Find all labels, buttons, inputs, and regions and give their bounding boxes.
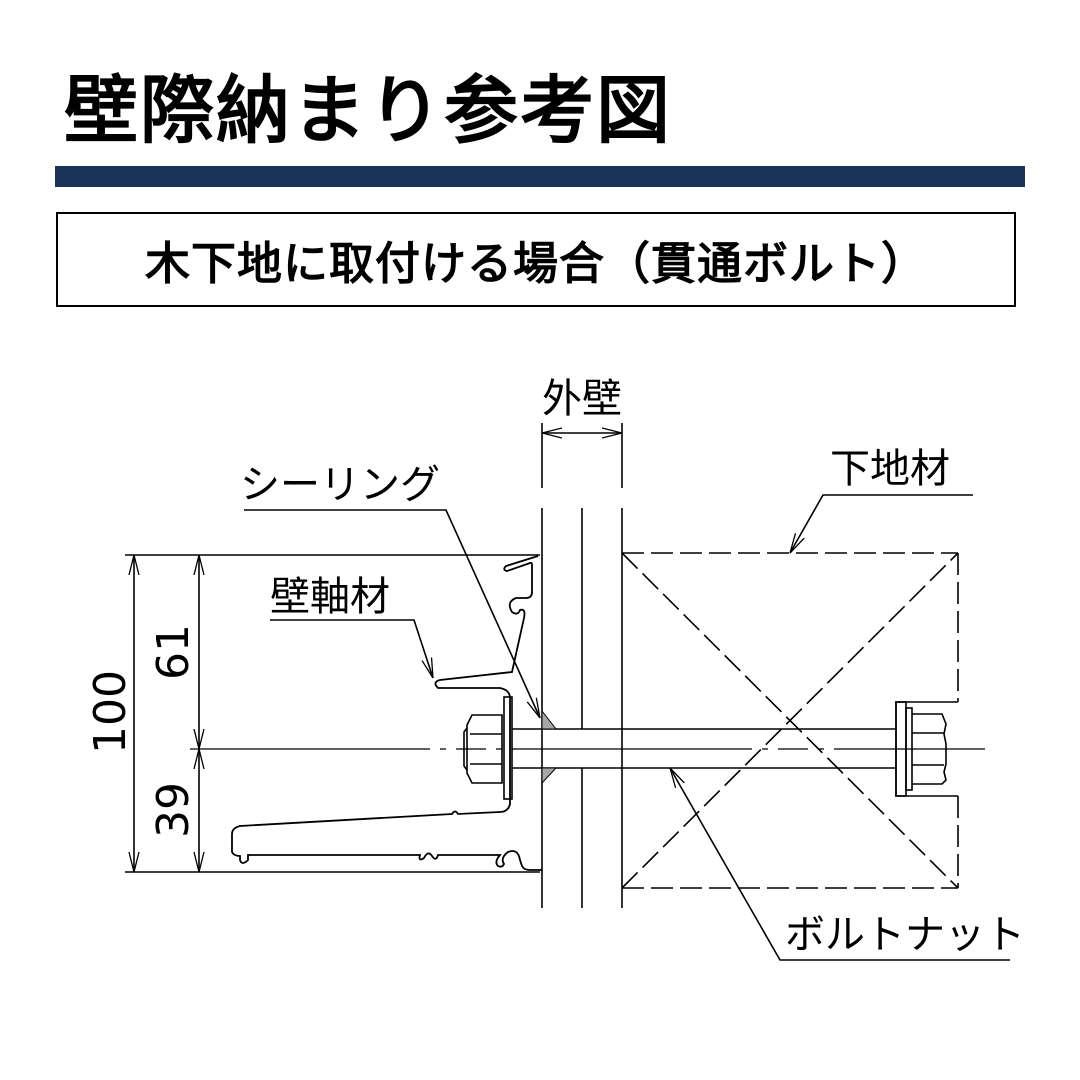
left-nut (463, 696, 513, 800)
bolt-nut-label: ボルトナット (785, 912, 1025, 958)
page-title: 壁際納まり参考図 (64, 68, 672, 154)
sealant-lower (541, 767, 558, 785)
outer-wall (541, 508, 623, 908)
title-underline-bar (55, 166, 1025, 187)
base-member-label: 下地材 (830, 446, 950, 492)
base-member-leader (789, 494, 973, 553)
dimension-upper: 61 (148, 624, 199, 680)
outer-wall-dimension (541, 423, 623, 488)
wall-axis-member (231, 555, 542, 871)
sealing-leader (244, 509, 541, 718)
outer-wall-label: 外壁 (542, 376, 622, 422)
dimension-total: 100 (85, 670, 136, 754)
wall-axis-member-leader (270, 619, 434, 678)
right-nut (895, 701, 947, 797)
dimension-lines (125, 554, 540, 873)
subtitle-box: 木下地に取付ける場合（貫通ボルト） (56, 212, 1016, 307)
bolt-shaft (512, 728, 896, 769)
bolt-nut-leader (669, 768, 1010, 961)
subtitle: 木下地に取付ける場合（貫通ボルト） (144, 237, 927, 290)
wall-axis-member-label: 壁軸材 (270, 574, 390, 620)
sealant-upper (541, 709, 558, 730)
dimension-lower: 39 (148, 782, 199, 838)
sealing-label: シーリング (240, 462, 440, 508)
base-member (621, 552, 959, 889)
